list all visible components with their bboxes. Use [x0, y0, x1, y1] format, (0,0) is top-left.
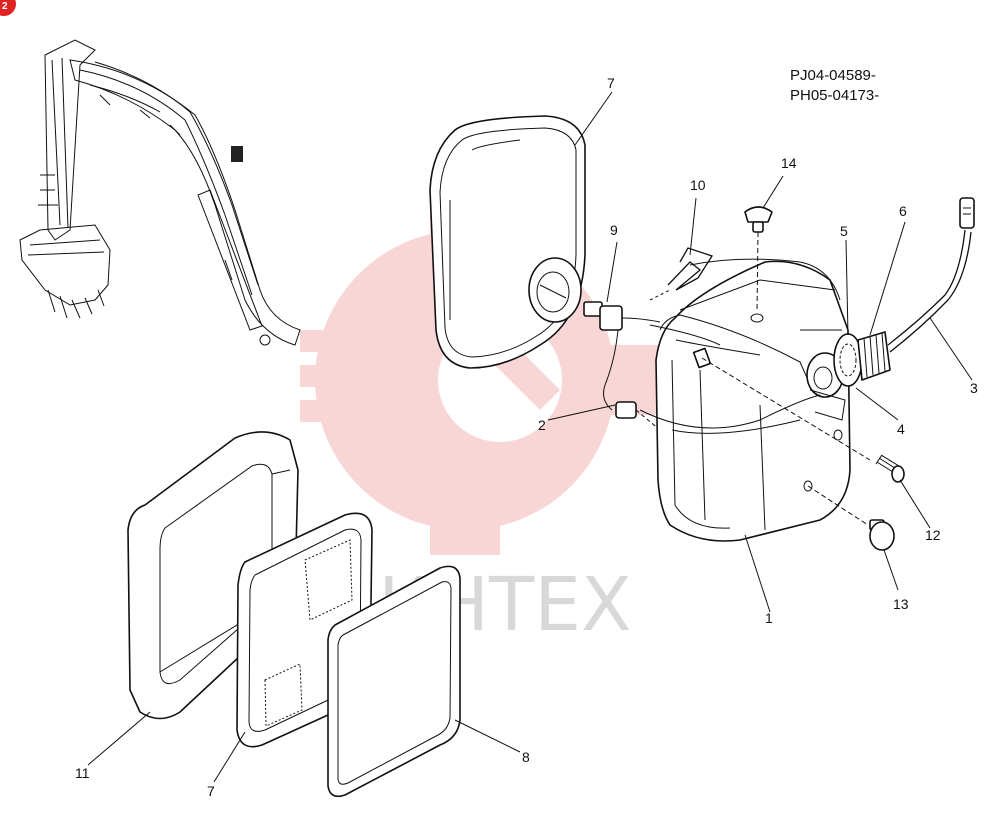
callout-7-bottom: 7: [207, 783, 215, 799]
cable-part-3: [887, 197, 975, 353]
bulb-part-9: [583, 301, 661, 411]
assembly-guide-lines: [639, 231, 871, 526]
housing-part-1: [655, 258, 851, 542]
part-code-line-2: PH05-04173-: [790, 87, 879, 104]
excavator-icon: [19, 39, 301, 346]
rivet-part-13: [869, 519, 895, 551]
clip-part-10: [649, 247, 713, 301]
callout-8: 8: [522, 749, 530, 765]
callout-14: 14: [781, 155, 797, 171]
clip-part-14: [744, 206, 773, 233]
callout-12: 12: [925, 527, 941, 543]
svg-text:2: 2: [2, 1, 8, 12]
callout-6: 6: [899, 203, 907, 219]
gasket-part-8: [327, 565, 461, 798]
callout-13: 13: [893, 596, 909, 612]
harness-part-2: [615, 401, 661, 431]
callout-11: 11: [75, 765, 90, 781]
part-code-line-1: PJ04-04589-: [790, 67, 876, 84]
callout-10: 10: [690, 177, 706, 193]
callout-5: 5: [840, 223, 848, 239]
bolt-part-12: [875, 454, 905, 483]
callout-3: 3: [970, 380, 978, 396]
callout-7-top: 7: [607, 75, 615, 91]
cover-part-7: [429, 115, 586, 369]
page-badge: 2: [0, 0, 16, 16]
callout-4: 4: [897, 421, 905, 437]
callout-9: 9: [610, 222, 618, 238]
callout-2: 2: [538, 417, 546, 433]
boot-part-6: [857, 331, 891, 381]
leader-lines: [87, 91, 973, 783]
callout-1: 1: [765, 610, 773, 626]
